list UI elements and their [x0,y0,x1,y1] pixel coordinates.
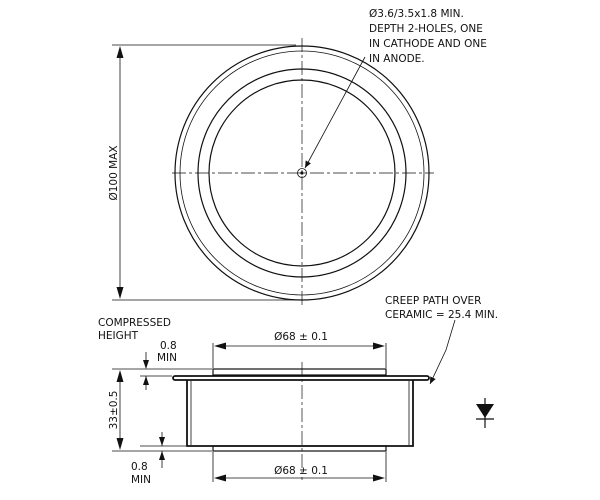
top-face [212,368,387,376]
top-view: Ø100 MAX [108,38,434,305]
creep-leader-line [429,319,456,385]
height-arrow-up [116,370,124,382]
hole-note-line-3: IN CATHODE AND ONE [369,38,487,50]
dim-arrow-up [116,46,124,58]
bottom-gap-arrow-down [159,437,165,446]
dim-arrow-down [116,287,124,299]
top-dia-arrow-left [214,342,226,350]
diode-symbol-icon [476,398,494,428]
hole-leader-line [304,56,366,169]
diameter-max-label: Ø100 MAX [108,145,120,200]
creep-note-line-1: CREEP PATH OVER [385,295,481,307]
creep-note-line-2: CERAMIC = 25.4 MIN. [385,309,498,321]
compressed-height-line-1: COMPRESSED [98,317,171,329]
hole-note-line-4: IN ANODE. [369,53,425,65]
hole-note-line-2: DEPTH 2-HOLES, ONE [369,23,483,35]
bottom-diameter-label: Ø68 ± 0.1 [274,465,328,477]
bottom-face [212,445,387,452]
top-diameter-label: Ø68 ± 0.1 [274,331,328,343]
flange [172,375,430,381]
hole-note-line-1: Ø3.6/3.5x1.8 MIN. [369,8,464,20]
ceramic-body [186,380,414,447]
height-arrow-down [116,438,124,450]
compressed-height-line-2: HEIGHT [98,330,139,342]
top-gap-arrow-down [143,360,149,369]
bottom-dia-arrow-left [214,474,226,482]
bottom-dia-arrow-right [373,474,385,482]
top-gap-arrow-up [143,376,149,385]
bottom-gap-arrow-up [159,451,165,460]
top-gap-value: 0.8 [160,340,177,352]
top-dia-arrow-right [373,342,385,350]
top-gap-min: MIN [157,352,177,364]
height-label: 33±0.5 [108,391,120,430]
side-view: Ø68 ± 0.1 Ø68 ± 0.1 33±0.5 0.8 MIN 0.8 M [98,295,498,486]
bottom-gap-value: 0.8 [131,461,148,473]
bottom-gap-min: MIN [131,474,151,486]
